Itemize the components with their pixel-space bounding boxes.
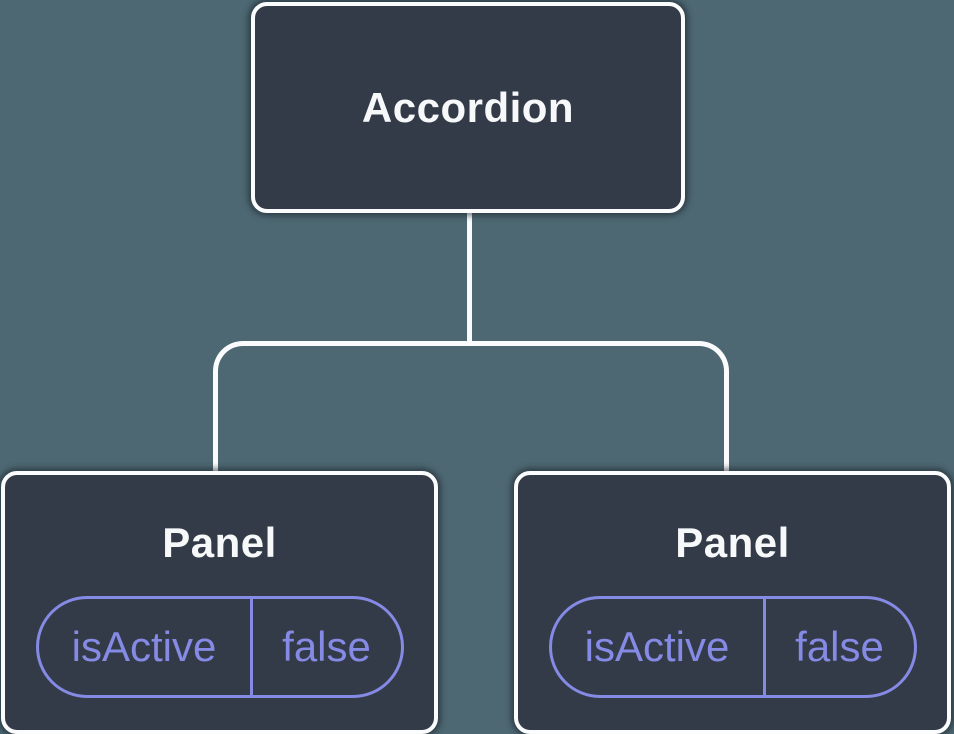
tree-connector-bracket <box>213 341 729 475</box>
accordion-node: Accordion <box>251 2 685 213</box>
tree-connector-stem <box>467 212 472 344</box>
state-value: false <box>282 623 371 670</box>
panel-node: Panel isActive false <box>514 471 951 734</box>
state-pill: isActive false <box>35 596 404 698</box>
state-key: isActive <box>39 599 253 695</box>
panel-node: Panel isActive false <box>1 471 438 734</box>
accordion-node-label: Accordion <box>361 83 575 131</box>
panel-node-label: Panel <box>162 519 277 566</box>
state-key: isActive <box>552 599 766 695</box>
state-pill: isActive false <box>548 596 917 698</box>
panel-node-label: Panel <box>675 519 790 566</box>
state-value: false <box>795 623 884 670</box>
